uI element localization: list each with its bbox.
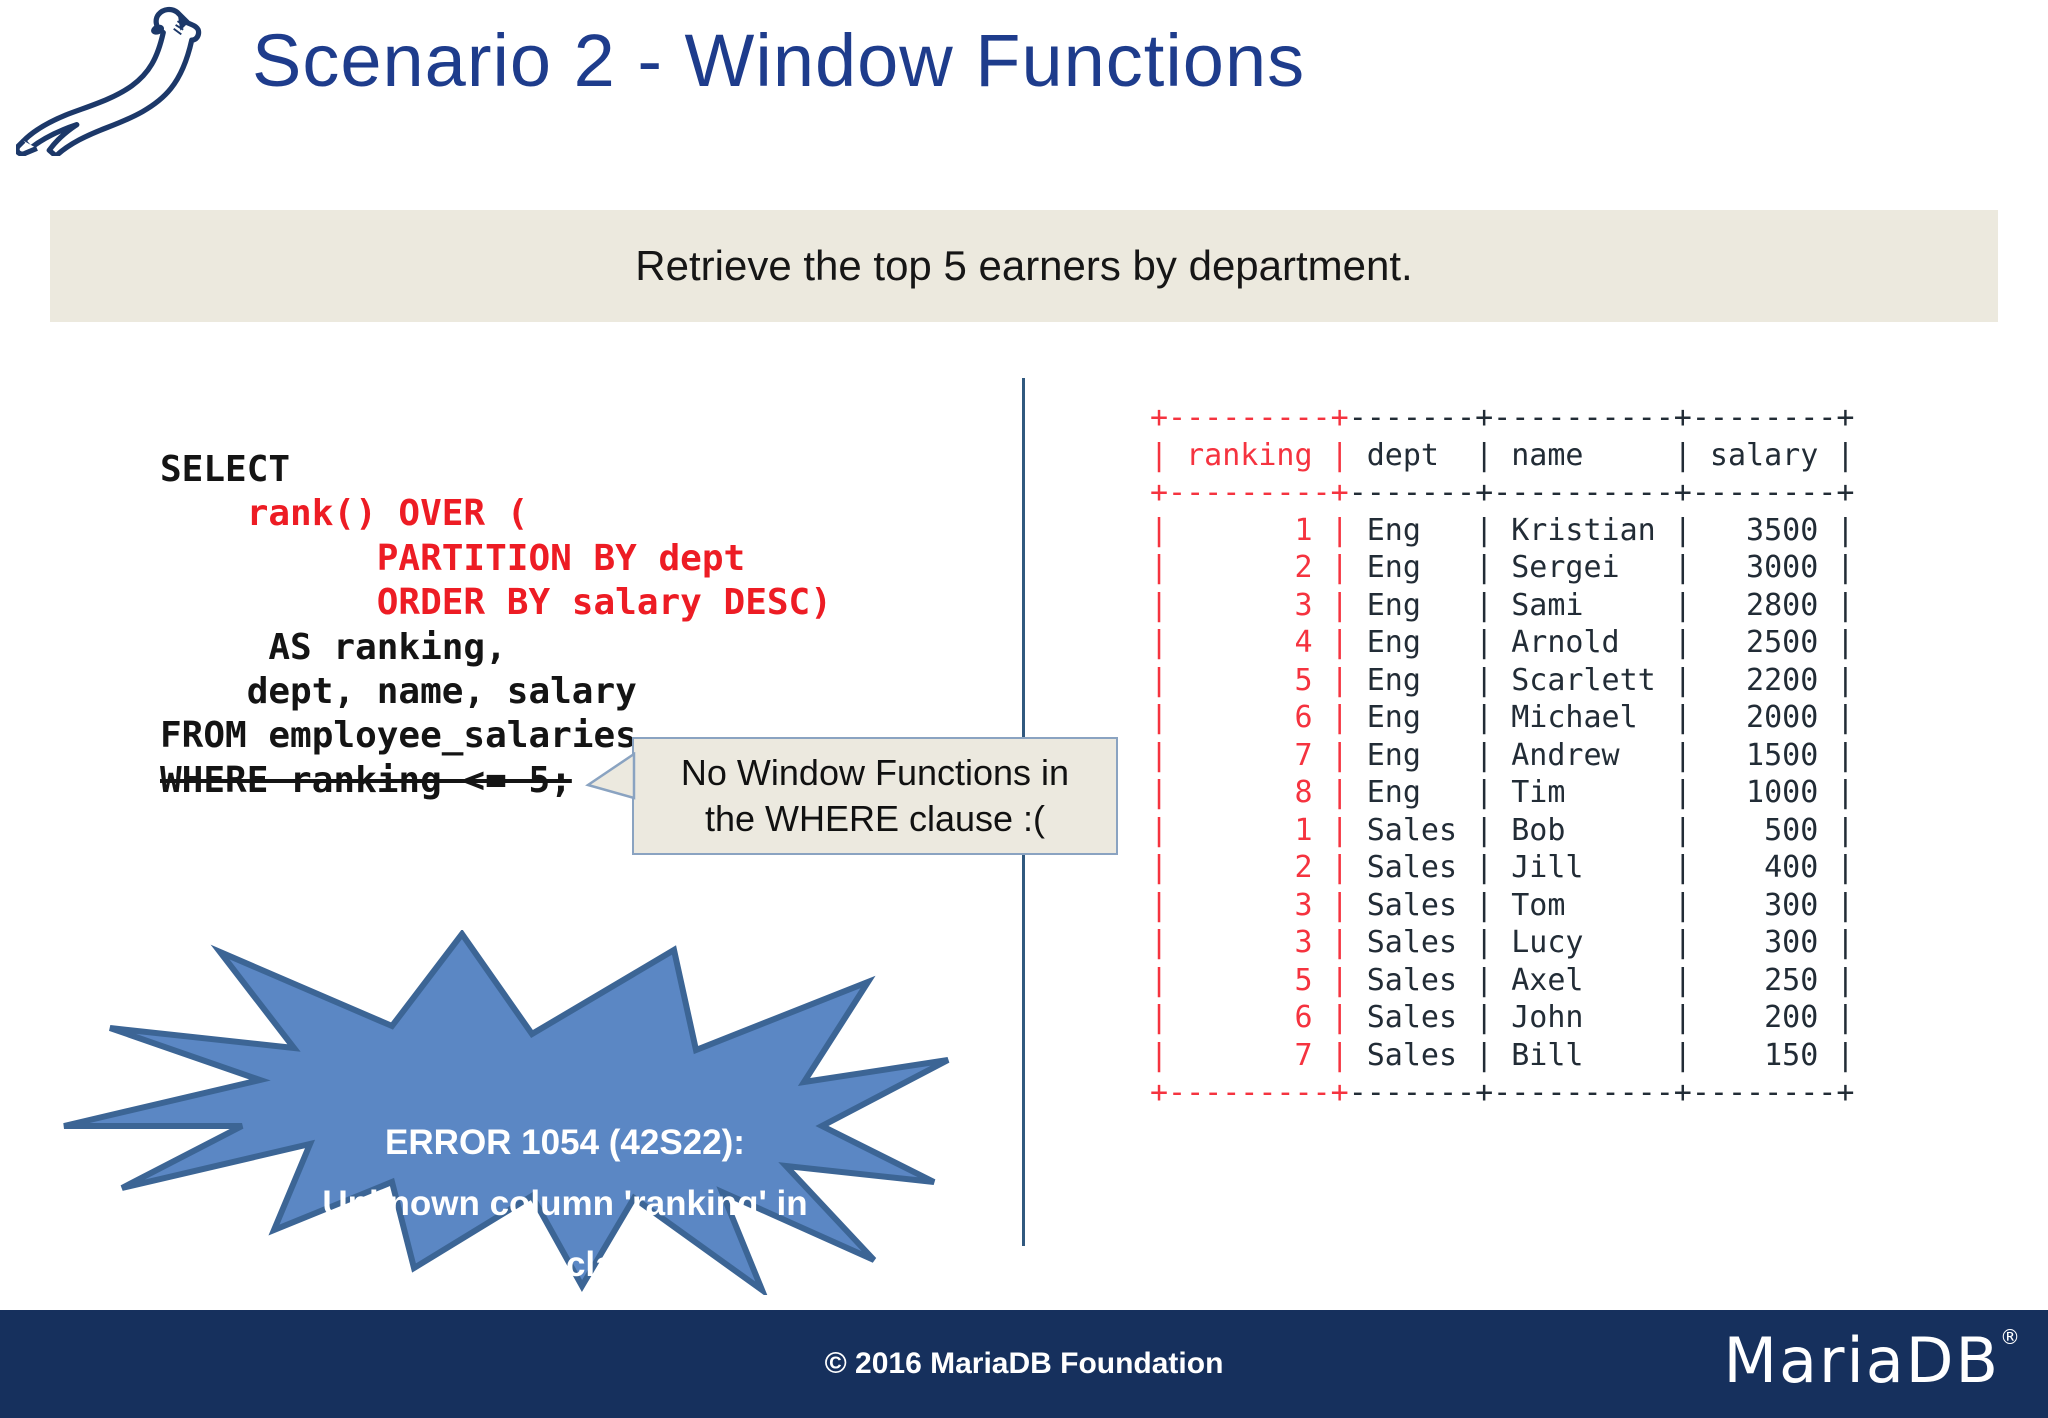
no-window-functions-callout: No Window Functions in the WHERE clause … (632, 737, 1118, 855)
brand-text: MariaDB (1723, 1324, 2000, 1397)
result-table-line: | 2 | Eng | Sergei | 3000 | (1150, 550, 1855, 585)
result-table-line: +---------+-------+----------+--------+ (1150, 1075, 1855, 1110)
result-table-line: +---------+-------+----------+--------+ (1150, 400, 1855, 435)
callout-pointer (585, 752, 636, 800)
registered-mark: ® (2000, 1325, 2022, 1349)
result-table-line: | 1 | Sales | Bob | 500 | (1150, 812, 1855, 848)
callout-line-1: No Window Functions in (680, 752, 1070, 793)
scenario-banner: Retrieve the top 5 earners by department… (50, 210, 1998, 322)
error-message-line: Unknown column 'ranking' in (322, 1184, 808, 1223)
copyright-text: © 2016 MariaDB Foundation (824, 1347, 1224, 1380)
mariadb-logotype: MariaDB® (1724, 1324, 2022, 1397)
sql-code-block: SELECT rank() OVER ( PARTITION BY dept O… (160, 448, 832, 803)
page-title: Scenario 2 - Window Functions (252, 19, 1306, 102)
sql-code-line: FROM employee_salaries (160, 715, 637, 757)
query-result-table: +---------+-------+----------+--------+|… (1150, 399, 1854, 1112)
result-table-line: | 3 | Eng | Sami | 2800 | (1150, 587, 1855, 623)
result-table-line: | 5 | Eng | Scarlett | 2200 | (1150, 662, 1855, 698)
error-starburst-shape (63, 930, 950, 1295)
result-table-line: | 4 | Eng | Arnold | 2500 | (1150, 625, 1855, 660)
sql-code-line: ORDER BY salary DESC) (160, 582, 832, 624)
result-table-line: | 6 | Sales | John | 200 | (1150, 1000, 1855, 1035)
sql-code-line: PARTITION BY dept (160, 537, 746, 579)
callout-line-2: the WHERE clause :( (704, 798, 1046, 839)
error-message-line: ERROR 1054 (42S22): (385, 1123, 745, 1162)
sql-code-line: SELECT (160, 449, 291, 490)
result-table-line: | 3 | Sales | Tom | 300 | (1150, 887, 1855, 923)
seal-eye (151, 24, 165, 35)
sql-code-line: WHERE ranking <= 5; (160, 759, 572, 801)
error-message: ERROR 1054 (42S22): Unknown column 'ranki… (245, 1112, 885, 1295)
result-table-line: | 2 | Sales | Jill | 400 | (1150, 850, 1855, 885)
footer-bar: © 2016 MariaDB Foundation MariaDB® (0, 1310, 2048, 1418)
result-table-line: | 8 | Eng | Tim | 1000 | (1150, 775, 1855, 810)
result-table-line: | ranking | dept | name | salary | (1150, 437, 1855, 473)
sql-code-line: rank() OVER ( (160, 493, 529, 535)
result-table-line: | 6 | Eng | Michael | 2000 | (1150, 700, 1855, 735)
mariadb-seal-logo (16, 6, 202, 156)
sql-code-line: AS ranking, (160, 626, 507, 668)
result-table-line: | 5 | Sales | Axel | 250 | (1150, 962, 1855, 998)
result-table-line: | 7 | Sales | Bill | 150 | (1150, 1037, 1855, 1073)
result-table-line: | 1 | Eng | Kristian | 3500 | (1150, 512, 1855, 548)
result-table-line: | 7 | Eng | Andrew | 1500 | (1150, 737, 1855, 773)
scenario-banner-text: Retrieve the top 5 earners by department… (635, 242, 1413, 289)
error-message-line: 'where clause' (446, 1245, 684, 1284)
result-table-line: | 3 | Sales | Lucy | 300 | (1150, 925, 1855, 960)
sql-code-line: dept, name, salary (160, 671, 637, 713)
result-table-line: +---------+-------+----------+--------+ (1150, 475, 1855, 510)
